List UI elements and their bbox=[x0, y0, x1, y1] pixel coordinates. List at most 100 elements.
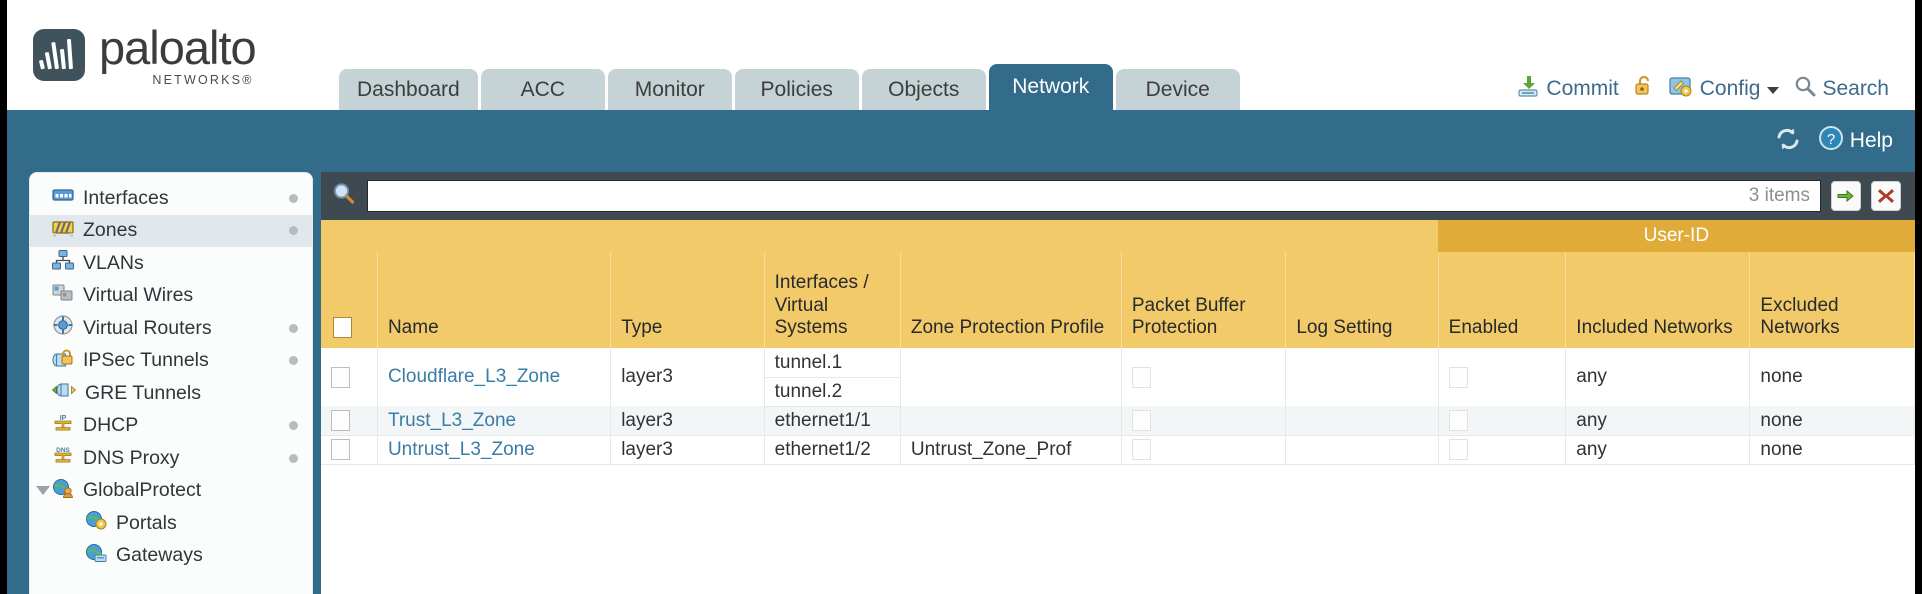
cell-name[interactable]: Trust_L3_Zone bbox=[377, 406, 612, 436]
tab-dashboard[interactable]: Dashboard bbox=[339, 69, 478, 110]
tab-objects[interactable]: Objects bbox=[861, 69, 986, 110]
sidebar-item-zones[interactable]: Zones bbox=[30, 214, 312, 247]
group-header-spacer bbox=[321, 220, 1439, 253]
virtual-routers-icon bbox=[52, 315, 74, 341]
tab-monitor[interactable]: Monitor bbox=[607, 69, 732, 110]
status-dot bbox=[289, 453, 298, 463]
select-all-header[interactable] bbox=[321, 252, 378, 349]
column-header-type[interactable]: Type bbox=[610, 252, 765, 349]
lock-button[interactable] bbox=[1633, 74, 1655, 104]
cell-packet-buffer-protection[interactable] bbox=[1121, 348, 1287, 407]
zones-table-container: User-ID Name Type Interfaces / Virtual S… bbox=[321, 220, 1915, 594]
column-header-name[interactable]: Name bbox=[377, 252, 612, 349]
sidebar-item-globalprotect[interactable]: GlobalProtect bbox=[30, 475, 312, 508]
column-header-log-setting[interactable]: Log Setting bbox=[1285, 252, 1439, 349]
row-select-cell[interactable] bbox=[321, 348, 378, 407]
sidebar-item-gre-tunnels[interactable]: GRE Tunnels bbox=[30, 377, 312, 410]
top-header: paloalto NETWORKS® Dashboard ACC Monitor… bbox=[7, 0, 1915, 110]
sidebar-item-virtual-wires[interactable]: Virtual Wires bbox=[30, 280, 312, 313]
sidebar-item-label: Virtual Wires bbox=[83, 284, 194, 307]
cell-userid-enabled[interactable] bbox=[1438, 406, 1567, 436]
cell-name[interactable]: Cloudflare_L3_Zone bbox=[377, 348, 612, 407]
virtual-wires-icon bbox=[52, 284, 74, 308]
items-count-label: 3 items bbox=[1748, 185, 1810, 206]
sidebar-item-label: GlobalProtect bbox=[83, 479, 202, 502]
cell-included-networks: any bbox=[1565, 406, 1751, 436]
status-dot bbox=[289, 421, 298, 431]
table-row[interactable]: Trust_L3_Zone layer3 ethernet1/1 any non… bbox=[321, 406, 1915, 436]
gre-tunnels-icon bbox=[51, 381, 77, 405]
config-wrench-icon bbox=[1669, 74, 1694, 104]
cell-userid-enabled[interactable] bbox=[1438, 348, 1567, 407]
column-header-excluded-networks[interactable]: Excluded Networks bbox=[1749, 252, 1915, 349]
tab-acc[interactable]: ACC bbox=[480, 69, 605, 110]
userid-enabled-checkbox[interactable] bbox=[1448, 439, 1468, 461]
cell-zone-protection-profile bbox=[900, 406, 1122, 436]
zone-name-link[interactable]: Untrust_L3_Zone bbox=[387, 438, 535, 460]
row-checkbox[interactable] bbox=[331, 366, 350, 388]
column-header-enabled[interactable]: Enabled bbox=[1438, 252, 1567, 349]
config-dropdown[interactable]: Config bbox=[1669, 74, 1781, 104]
cell-interface: ethernet1/2 bbox=[764, 435, 901, 465]
cell-included-networks: any bbox=[1565, 348, 1751, 407]
table-row[interactable]: Untrust_L3_Zone layer3 ethernet1/2 Untru… bbox=[321, 435, 1915, 465]
cell-zone-protection-profile bbox=[900, 348, 1122, 407]
row-checkbox[interactable] bbox=[331, 410, 350, 432]
cell-userid-enabled[interactable] bbox=[1438, 435, 1567, 465]
select-all-checkbox[interactable] bbox=[333, 317, 352, 339]
userid-enabled-checkbox[interactable] bbox=[1448, 366, 1468, 388]
search-input[interactable]: 3 items bbox=[367, 180, 1821, 212]
sidebar-item-dns-proxy[interactable]: DNS DNS Proxy bbox=[30, 442, 312, 475]
tab-device[interactable]: Device bbox=[1115, 69, 1240, 110]
sidebar-item-vlans[interactable]: VLANs bbox=[30, 247, 312, 280]
zones-icon bbox=[52, 219, 74, 243]
row-select-cell[interactable] bbox=[321, 435, 378, 465]
help-label: Help bbox=[1849, 129, 1893, 152]
column-header-included-networks[interactable]: Included Networks bbox=[1565, 252, 1751, 349]
search-label: Search bbox=[1822, 77, 1889, 100]
zone-name-link[interactable]: Trust_L3_Zone bbox=[387, 409, 517, 431]
expand-caret-icon[interactable] bbox=[36, 486, 50, 496]
sidebar-item-portals[interactable]: Portals bbox=[30, 507, 312, 540]
help-button[interactable]: ? Help bbox=[1818, 125, 1893, 157]
refresh-icon[interactable] bbox=[1774, 126, 1802, 157]
unlock-icon bbox=[1633, 74, 1655, 104]
column-header-zone-protection-profile[interactable]: Zone Protection Profile bbox=[900, 252, 1122, 349]
packet-buffer-checkbox[interactable] bbox=[1131, 366, 1151, 388]
userid-enabled-checkbox[interactable] bbox=[1448, 410, 1468, 432]
clear-filter-button[interactable] bbox=[1871, 181, 1901, 211]
tab-policies[interactable]: Policies bbox=[734, 69, 859, 110]
group-header-userid: User-ID bbox=[1438, 220, 1915, 253]
arrow-right-icon bbox=[1837, 189, 1854, 203]
packet-buffer-checkbox[interactable] bbox=[1131, 410, 1151, 432]
cell-excluded-networks: none bbox=[1749, 435, 1915, 465]
brand-logo: paloalto NETWORKS® bbox=[7, 24, 327, 111]
sidebar-item-gateways[interactable]: Gateways bbox=[30, 540, 312, 573]
commit-button[interactable]: Commit bbox=[1516, 74, 1619, 104]
tab-network[interactable]: Network bbox=[988, 64, 1113, 110]
column-header-interfaces[interactable]: Interfaces / Virtual Systems bbox=[764, 252, 901, 349]
zone-name-link[interactable]: Cloudflare_L3_Zone bbox=[387, 366, 561, 388]
sidebar-item-dhcp[interactable]: IP DHCP bbox=[30, 410, 312, 443]
cell-name[interactable]: Untrust_L3_Zone bbox=[377, 435, 612, 465]
row-select-cell[interactable] bbox=[321, 406, 378, 436]
search-button[interactable]: Search bbox=[1794, 75, 1889, 103]
cell-interface: tunnel.1 bbox=[764, 348, 901, 378]
sidebar-item-virtual-routers[interactable]: Virtual Routers bbox=[30, 312, 312, 345]
cell-packet-buffer-protection[interactable] bbox=[1121, 406, 1287, 436]
zones-table-body: Cloudflare_L3_Zone layer3 tunnel.1 any n… bbox=[321, 348, 1915, 465]
cell-packet-buffer-protection[interactable] bbox=[1121, 435, 1287, 465]
header-action-group: Commit bbox=[1500, 74, 1915, 110]
apply-filter-button[interactable] bbox=[1831, 181, 1861, 211]
row-checkbox[interactable] bbox=[331, 439, 350, 461]
table-row[interactable]: Cloudflare_L3_Zone layer3 tunnel.1 any n… bbox=[321, 348, 1915, 407]
column-header-packet-buffer-protection[interactable]: Packet Buffer Protection bbox=[1121, 252, 1287, 349]
filter-search-icon[interactable] bbox=[331, 181, 357, 212]
packet-buffer-checkbox[interactable] bbox=[1131, 439, 1151, 461]
sidebar-item-ipsec-tunnels[interactable]: IPSec Tunnels bbox=[30, 345, 312, 378]
table-header-row: Name Type Interfaces / Virtual Systems Z… bbox=[321, 252, 1915, 349]
sidebar-item-interfaces[interactable]: Interfaces bbox=[30, 182, 312, 215]
dhcp-icon: IP bbox=[52, 413, 74, 439]
cell-interface: tunnel.2 bbox=[764, 377, 901, 407]
